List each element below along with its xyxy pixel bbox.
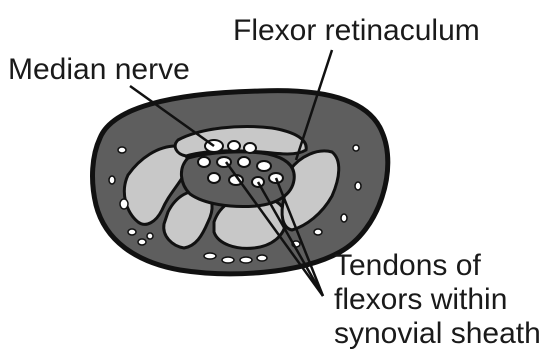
label-tendons-line1: Tendons of — [334, 249, 481, 282]
label-tendons-line2: flexors within — [334, 283, 507, 316]
label-flexor-retinaculum: Flexor retinaculum — [233, 14, 480, 47]
label-median-nerve: Median nerve — [8, 53, 190, 86]
label-tendons-line3: synovial sheath — [334, 317, 541, 350]
